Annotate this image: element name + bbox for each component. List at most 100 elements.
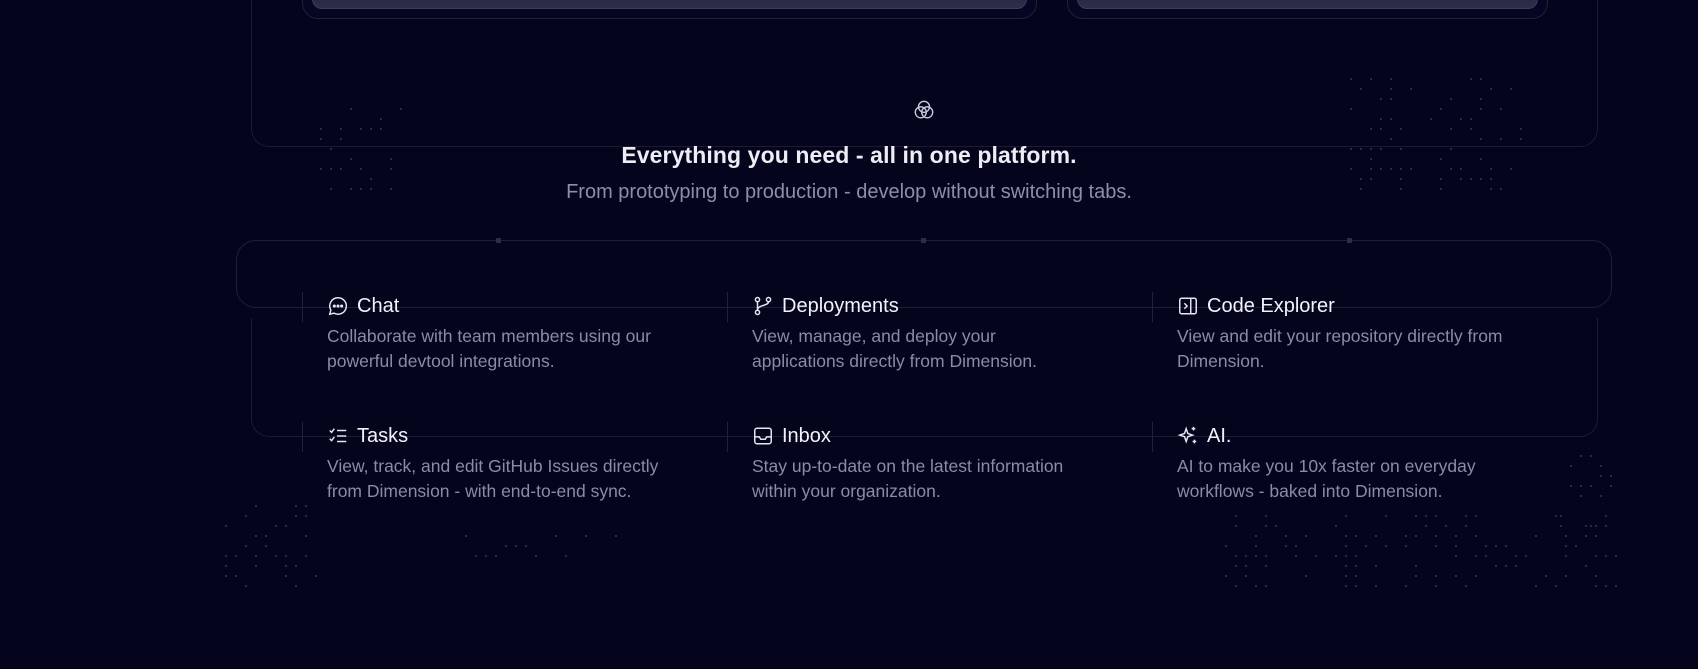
decorative-dot <box>1515 565 1517 567</box>
decorative-dot <box>1535 585 1537 587</box>
decorative-dot <box>1500 188 1502 190</box>
decorative-dot <box>1345 575 1347 577</box>
decorative-dot <box>1370 168 1372 170</box>
inbox-icon <box>754 427 772 445</box>
decorative-dot <box>1560 515 1562 517</box>
feature-tasks: Tasks View, track, and edit GitHub Issue… <box>302 422 707 504</box>
decorative-dot <box>1370 128 1372 130</box>
decorative-dot <box>1455 575 1457 577</box>
decorative-dot <box>1225 575 1227 577</box>
decorative-dot <box>1390 98 1392 100</box>
decorative-dot <box>1415 535 1417 537</box>
decorative-dot <box>495 555 497 557</box>
feature-ai: AI. AI to make you 10x faster on everyda… <box>1152 422 1557 504</box>
decorative-dot <box>1565 555 1567 557</box>
feature-code-explorer: Code Explorer View and edit your reposit… <box>1152 292 1557 374</box>
decorative-dot <box>1610 475 1612 477</box>
decorative-dot <box>1360 178 1362 180</box>
decorative-dot <box>1415 565 1417 567</box>
decorative-dot <box>1265 555 1267 557</box>
decorative-dot <box>1595 525 1597 527</box>
decorative-dot <box>1360 148 1362 150</box>
decorative-dot <box>1430 118 1432 120</box>
decorative-dot <box>245 515 247 517</box>
decorative-dot <box>330 188 332 190</box>
decorative-dot <box>1600 495 1602 497</box>
decorative-dot <box>1605 525 1607 527</box>
decorative-dot <box>225 575 227 577</box>
decorative-dot <box>305 555 307 557</box>
feature-description: View, manage, and deploy your applicatio… <box>752 326 1037 371</box>
decorative-dot <box>1495 545 1497 547</box>
decorative-dot <box>1595 555 1597 557</box>
decorative-dot <box>1475 535 1477 537</box>
decorative-dot <box>1435 585 1437 587</box>
decorative-dot <box>370 178 372 180</box>
decorative-dot <box>265 535 267 537</box>
decorative-dot <box>1595 575 1597 577</box>
decorative-dot <box>1500 138 1502 140</box>
decorative-dot <box>360 188 362 190</box>
decorative-dot <box>1390 138 1392 140</box>
decorative-dot <box>320 138 322 140</box>
decorative-dot <box>1590 455 1592 457</box>
decorative-dot <box>1355 535 1357 537</box>
decorative-dot <box>305 505 307 507</box>
decorative-dot <box>1235 525 1237 527</box>
feature-title: Inbox <box>782 424 831 447</box>
decorative-dot <box>1455 555 1457 557</box>
git-branch-icon <box>754 296 772 316</box>
decorative-dot <box>1435 535 1437 537</box>
decorative-dot <box>1345 555 1347 557</box>
decorative-dot <box>1345 545 1347 547</box>
decorative-dot <box>1440 178 1442 180</box>
decorative-dot <box>1595 535 1597 537</box>
decorative-dot <box>1440 108 1442 110</box>
decorative-dot <box>1265 565 1267 567</box>
feature-description: View and edit your repository directly f… <box>1177 326 1503 371</box>
decorative-dot <box>1465 525 1467 527</box>
decorative-dot <box>1580 455 1582 457</box>
decorative-dot <box>1405 585 1407 587</box>
decorative-dot <box>1575 545 1577 547</box>
decorative-dot <box>1285 545 1287 547</box>
decorative-dot <box>340 128 342 130</box>
decorative-dot <box>225 555 227 557</box>
decorative-dot <box>1390 78 1392 80</box>
decorative-dot <box>585 535 587 537</box>
outer-frame-upper <box>251 0 1598 147</box>
decorative-dot <box>1410 88 1412 90</box>
decorative-dot <box>1400 188 1402 190</box>
decorative-dot <box>400 108 402 110</box>
decorative-dot <box>1370 78 1372 80</box>
decorative-dot <box>1415 575 1417 577</box>
decorative-dot <box>1570 465 1572 467</box>
decorative-dot <box>380 118 382 120</box>
decorative-dot <box>1255 555 1257 557</box>
decorative-dot <box>1370 148 1372 150</box>
decorative-dot <box>350 108 352 110</box>
decorative-dot <box>1480 138 1482 140</box>
decorative-dot <box>475 555 477 557</box>
section-title: Everything you need - all in one platfor… <box>621 142 1077 168</box>
decorative-dot <box>315 575 317 577</box>
decorative-dot <box>1600 475 1602 477</box>
decorative-dot <box>1580 485 1582 487</box>
decorative-dot <box>1520 128 1522 130</box>
decorative-dot <box>1350 78 1352 80</box>
decorative-dot <box>1350 108 1352 110</box>
decorative-dot <box>1335 525 1337 527</box>
decorative-dot <box>1585 525 1587 527</box>
decorative-dot <box>1515 555 1517 557</box>
decorative-dot <box>1480 158 1482 160</box>
decorative-dot <box>1365 545 1367 547</box>
decorative-dot <box>515 545 517 547</box>
feature-description: AI to make you 10x faster on everyday wo… <box>1177 456 1476 501</box>
decorative-dot <box>1390 88 1392 90</box>
decorative-dot <box>305 535 307 537</box>
decorative-dot <box>1235 565 1237 567</box>
decorative-dot <box>1470 128 1472 130</box>
decorative-dot <box>1370 178 1372 180</box>
decorative-dot <box>1560 525 1562 527</box>
decorative-dot <box>1455 535 1457 537</box>
